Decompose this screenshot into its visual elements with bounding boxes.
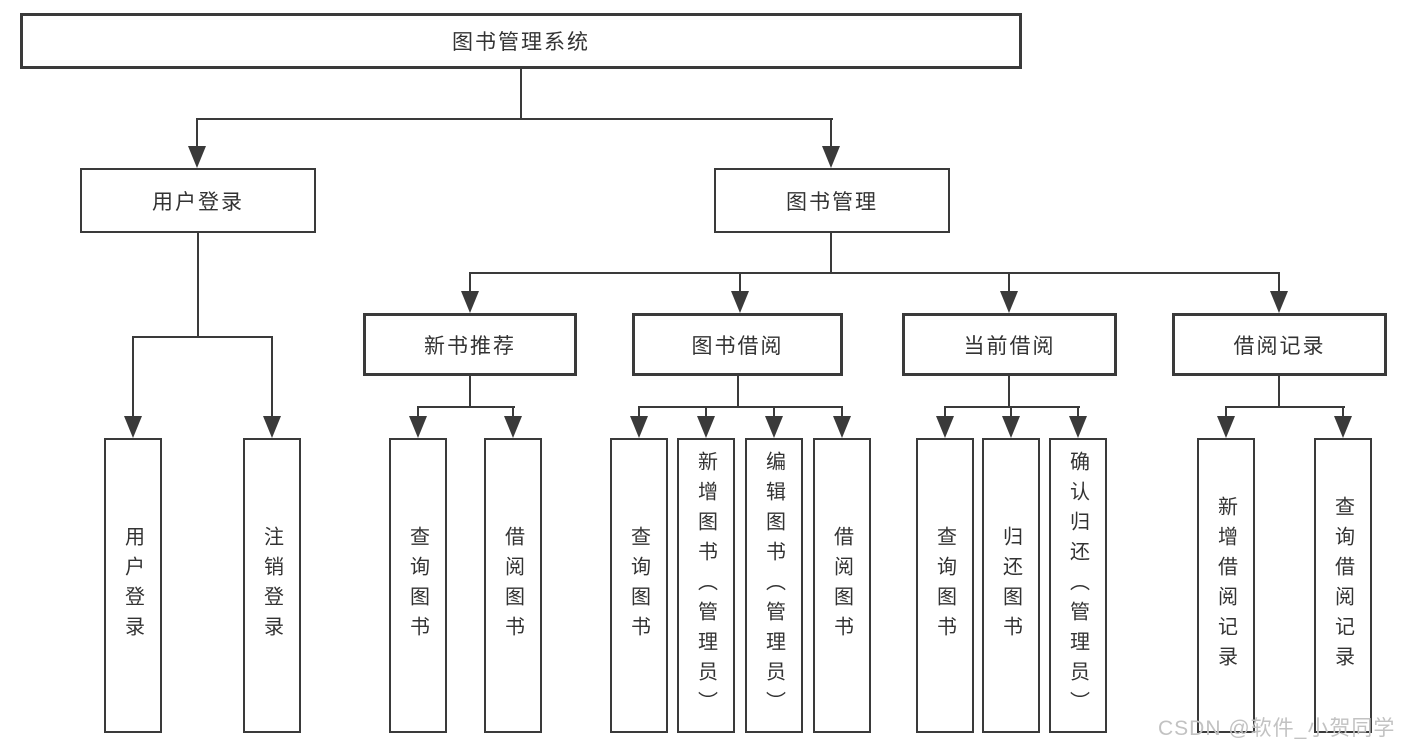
leaf-add-borrow-record: 新增借阅记录 (1197, 438, 1255, 733)
connector-line (1225, 406, 1345, 408)
arrow-down-icon (1217, 416, 1235, 438)
arrow-down-icon (1069, 416, 1087, 438)
node-label: 图书管理系统 (452, 31, 590, 54)
node-label: 借阅图书 (501, 525, 524, 646)
connector-line (197, 233, 199, 338)
leaf-borrowing-query-book: 查询图书 (610, 438, 668, 733)
arrow-down-icon (461, 291, 479, 313)
connector-line (132, 336, 273, 338)
node-label: 查询图书 (627, 525, 650, 646)
connector-line (1008, 376, 1010, 408)
connector-line (1077, 406, 1079, 418)
node-label: 图书借阅 (691, 334, 784, 358)
node-label: 借阅图书 (830, 525, 853, 646)
connector-line (944, 406, 1080, 408)
leaf-recommend-query-book: 查询图书 (389, 438, 447, 733)
arrow-down-icon (697, 416, 715, 438)
connector-line (1278, 376, 1280, 408)
arrow-down-icon (1270, 291, 1288, 313)
arrow-down-icon (409, 416, 427, 438)
arrow-down-icon (731, 291, 749, 313)
connector-line (1010, 406, 1012, 418)
node-label: 编辑图书（管理员） (762, 450, 785, 721)
leaf-query-borrow-record: 查询借阅记录 (1314, 438, 1372, 733)
connector-line (830, 118, 832, 148)
connector-line (944, 406, 946, 418)
node-label: 查询借阅记录 (1331, 495, 1354, 676)
node-label: 新增图书（管理员） (694, 450, 717, 721)
node-label: 图书管理 (786, 190, 878, 214)
arrow-down-icon (936, 416, 954, 438)
connector-line (132, 336, 134, 418)
connector-line (520, 69, 522, 120)
node-current-borrowing: 当前借阅 (902, 313, 1117, 376)
node-label: 查询图书 (406, 525, 429, 646)
arrow-down-icon (124, 416, 142, 438)
connector-line (1225, 406, 1227, 418)
node-new-book-recommendation: 新书推荐 (363, 313, 577, 376)
arrow-down-icon (1002, 416, 1020, 438)
connector-line (512, 406, 514, 418)
node-library-management-system: 图书管理系统 (20, 13, 1022, 69)
node-label: 用户登录 (121, 525, 144, 646)
node-label: 确认归还（管理员） (1066, 450, 1089, 721)
connector-line (417, 406, 419, 418)
connector-line (830, 233, 832, 274)
connector-line (705, 406, 707, 418)
leaf-current-confirm-return-admin: 确认归还（管理员） (1049, 438, 1107, 733)
arrow-down-icon (630, 416, 648, 438)
leaf-current-return-book: 归还图书 (982, 438, 1040, 733)
node-borrowing-records: 借阅记录 (1172, 313, 1387, 376)
arrow-down-icon (822, 146, 840, 168)
leaf-borrowing-edit-book-admin: 编辑图书（管理员） (745, 438, 803, 733)
leaf-borrowing-add-book-admin: 新增图书（管理员） (677, 438, 735, 733)
node-label: 借阅记录 (1233, 334, 1326, 358)
csdn-watermark: CSDN @软件_小贺同学 (1158, 717, 1396, 740)
connector-line (196, 118, 833, 120)
node-label: 新增借阅记录 (1214, 495, 1237, 676)
connector-line (271, 336, 273, 418)
connector-line (773, 406, 775, 418)
node-book-borrowing: 图书借阅 (632, 313, 843, 376)
leaf-user-login: 用户登录 (104, 438, 162, 733)
connector-line (469, 376, 471, 408)
arrow-down-icon (1334, 416, 1352, 438)
node-label: 用户登录 (152, 190, 244, 214)
connector-line (469, 272, 1280, 274)
connector-line (638, 406, 640, 418)
arrow-down-icon (833, 416, 851, 438)
node-book-management: 图书管理 (714, 168, 950, 233)
node-label: 新书推荐 (424, 334, 516, 358)
connector-line (1008, 272, 1010, 293)
node-label: 当前借阅 (963, 334, 1056, 358)
leaf-recommend-borrow-book: 借阅图书 (484, 438, 542, 733)
arrow-down-icon (504, 416, 522, 438)
connector-line (1342, 406, 1344, 418)
connector-line (638, 406, 843, 408)
arrow-down-icon (263, 416, 281, 438)
node-label: 注销登录 (260, 525, 283, 646)
node-label: 归还图书 (999, 525, 1022, 646)
node-label: 查询图书 (933, 525, 956, 646)
connector-line (1278, 272, 1280, 293)
leaf-current-query-book: 查询图书 (916, 438, 974, 733)
connector-line (737, 376, 739, 408)
connector-line (417, 406, 515, 408)
connector-line (196, 118, 198, 148)
leaf-borrowing-borrow-book: 借阅图书 (813, 438, 871, 733)
connector-line (739, 272, 741, 293)
node-user-login: 用户登录 (80, 168, 316, 233)
leaf-logout: 注销登录 (243, 438, 301, 733)
arrow-down-icon (1000, 291, 1018, 313)
arrow-down-icon (765, 416, 783, 438)
connector-line (469, 272, 471, 293)
arrow-down-icon (188, 146, 206, 168)
connector-line (841, 406, 843, 418)
